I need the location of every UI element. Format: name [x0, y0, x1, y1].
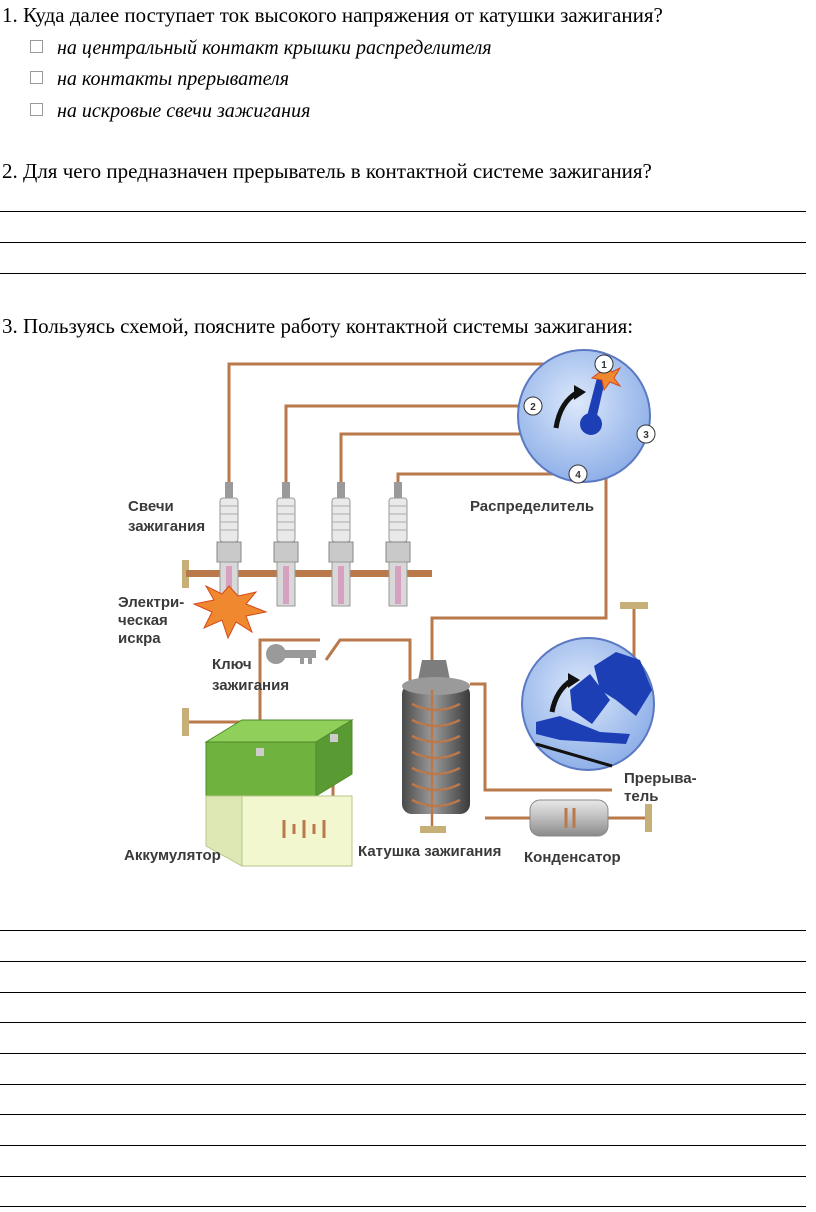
contact-3: 3 [636, 424, 656, 444]
spark-plugs [216, 482, 411, 607]
svg-text:1: 1 [601, 360, 607, 371]
ignition-coil [402, 660, 470, 826]
answer-line [0, 1022, 806, 1023]
option-3-text: на искровые свечи зажигания [57, 100, 311, 122]
distributor: 1 2 3 4 [517, 349, 656, 484]
battery [204, 719, 354, 867]
label-spark-plugs: зажигания [128, 518, 205, 535]
label-breaker: Прерыва- [624, 770, 697, 787]
contact-4: 4 [568, 464, 588, 484]
answer-line [0, 273, 806, 274]
ground-symbols [182, 560, 652, 833]
option-1[interactable]: на центральный контакт крышки распредели… [30, 36, 492, 60]
question-1: 1. Куда далее поступает ток высокого нап… [2, 3, 663, 27]
svg-text:3: 3 [643, 430, 649, 441]
option-1-text: на центральный контакт крышки распредели… [57, 37, 492, 59]
label-breaker: тель [624, 788, 658, 805]
answer-line [0, 211, 806, 212]
checkbox[interactable] [30, 103, 43, 116]
label-battery: Аккумулятор [124, 847, 221, 864]
contact-1: 1 [594, 354, 614, 374]
answer-line [0, 1206, 806, 1207]
label-distributor: Распределитель [470, 498, 594, 515]
answer-line [0, 930, 806, 931]
question-3: 3. Пользуясь схемой, поясните работу кон… [2, 314, 634, 338]
spark-plug [273, 482, 299, 607]
ignition-key-icon [266, 644, 316, 664]
spark-plug [385, 482, 411, 607]
question-2: 2. Для чего предназначен прерыватель в к… [2, 159, 652, 183]
answer-line [0, 1176, 806, 1177]
answer-line [0, 961, 806, 962]
answer-line [0, 1084, 806, 1085]
engine-block-bar [186, 570, 432, 577]
breaker [521, 637, 655, 771]
checkbox[interactable] [30, 71, 43, 84]
checkbox[interactable] [30, 40, 43, 53]
answer-line [0, 242, 806, 243]
label-spark-plugs: Свечи [128, 498, 174, 515]
answer-line [0, 1145, 806, 1146]
option-2[interactable]: на контакты прерывателя [30, 67, 289, 91]
label-coil: Катушка зажигания [358, 843, 501, 860]
svg-text:2: 2 [530, 402, 536, 413]
answer-line [0, 1053, 806, 1054]
label-spark: ческая [118, 612, 168, 629]
label-spark: искра [118, 630, 161, 647]
label-key: зажигания [212, 677, 289, 694]
label-key: Ключ [212, 656, 252, 673]
contact-2: 2 [523, 396, 543, 416]
label-spark: Электри- [118, 594, 184, 611]
label-capacitor: Конденсатор [524, 849, 621, 866]
option-2-text: на контакты прерывателя [57, 68, 290, 90]
option-3[interactable]: на искровые свечи зажигания [30, 99, 310, 123]
spark-burst-icon [192, 584, 268, 640]
capacitor [529, 799, 609, 837]
svg-text:4: 4 [575, 470, 581, 481]
answer-line [0, 992, 806, 993]
spark-plug [328, 482, 354, 607]
answer-line [0, 1114, 806, 1115]
